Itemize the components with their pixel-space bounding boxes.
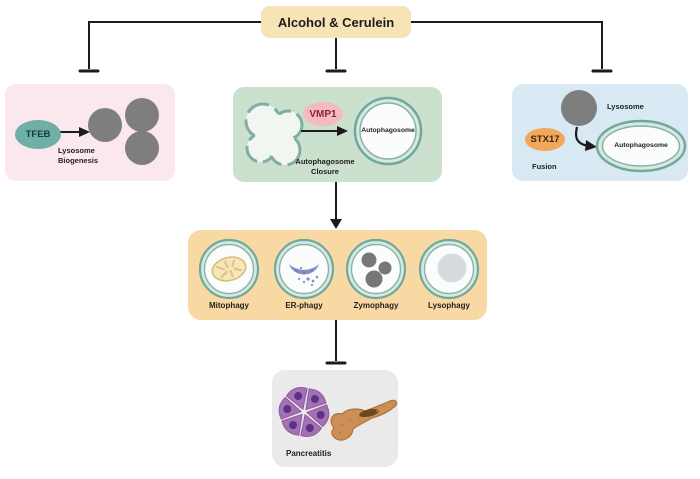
panel-autophagy-types: Mitophagy ER-phagy Zymophagy Lysophagy (188, 230, 487, 320)
pancreas-icon (330, 399, 398, 441)
tfeb-label: TFEB (25, 129, 51, 140)
promote-arrow-icon (59, 127, 90, 137)
lysosome-circles-icon (88, 98, 159, 165)
pancreatitis-caption: Pancreatitis (286, 449, 332, 458)
closure-arrow-icon (301, 126, 348, 136)
stimulus-label: Alcohol & Cerulein (277, 14, 395, 30)
lysosome-label: Lysosome (607, 102, 644, 111)
damaged-lysosome-icon (437, 253, 467, 283)
panel-pancreatitis: Pancreatitis (272, 370, 398, 467)
fusion-art (561, 90, 687, 173)
arrowhead-to-autophagy (330, 219, 342, 229)
autophagy-types-art (198, 238, 480, 300)
stx17-badge: STX17 (525, 128, 565, 151)
mitochondrion-icon (211, 256, 247, 282)
autophagosome-circle-icon (353, 96, 423, 166)
zymophagy-label: Zymophagy (353, 301, 399, 310)
autophagosome-ellipse-label: Autophagosome (614, 142, 668, 149)
lysosome-biogenesis-art (59, 98, 159, 165)
erphagy-label: ER-phagy (285, 301, 323, 310)
fusion-arrow-icon (574, 126, 597, 151)
panel-autophagosome-closure: VMP1 Autophagosome Autophagosome Closure (233, 87, 442, 182)
vmp1-badge: VMP1 (303, 102, 343, 126)
vmp1-label: VMP1 (309, 108, 337, 120)
autophagosome-closure-caption: Autophagosome Closure (295, 157, 355, 176)
autophagosome-circle-label: Autophagosome (361, 127, 415, 134)
zymophagy-vesicle-icon (345, 238, 407, 300)
stimulus-box: Alcohol & Cerulein (261, 6, 411, 38)
fusion-caption: Fusion (532, 162, 557, 171)
pancreatitis-art (278, 387, 398, 441)
phagophore-icon (244, 102, 304, 167)
lysophagy-label: Lysophagy (428, 301, 470, 310)
acinar-cells-icon (278, 387, 330, 437)
panel-fusion: STX17 Lysosome Autophagosome Fusion (512, 84, 688, 181)
er-icon (289, 264, 319, 287)
right-branch-line (410, 21, 603, 69)
zymogen-granules-icon (361, 252, 392, 288)
left-branch-line (88, 21, 262, 69)
stx17-label: STX17 (530, 134, 560, 145)
autophagosome-ellipse-icon (595, 119, 687, 173)
mitophagy-label: Mitophagy (209, 301, 249, 310)
tfeb-badge: TFEB (15, 120, 61, 149)
panel-lysosome-biogenesis: TFEB Lysosome Biogenesis (5, 84, 175, 181)
autophagosome-closure-art (244, 96, 423, 167)
erphagy-vesicle-icon (273, 238, 335, 300)
lysosome-biogenesis-caption: Lysosome Biogenesis (58, 146, 99, 165)
lysosome-circle-icon (561, 90, 597, 126)
